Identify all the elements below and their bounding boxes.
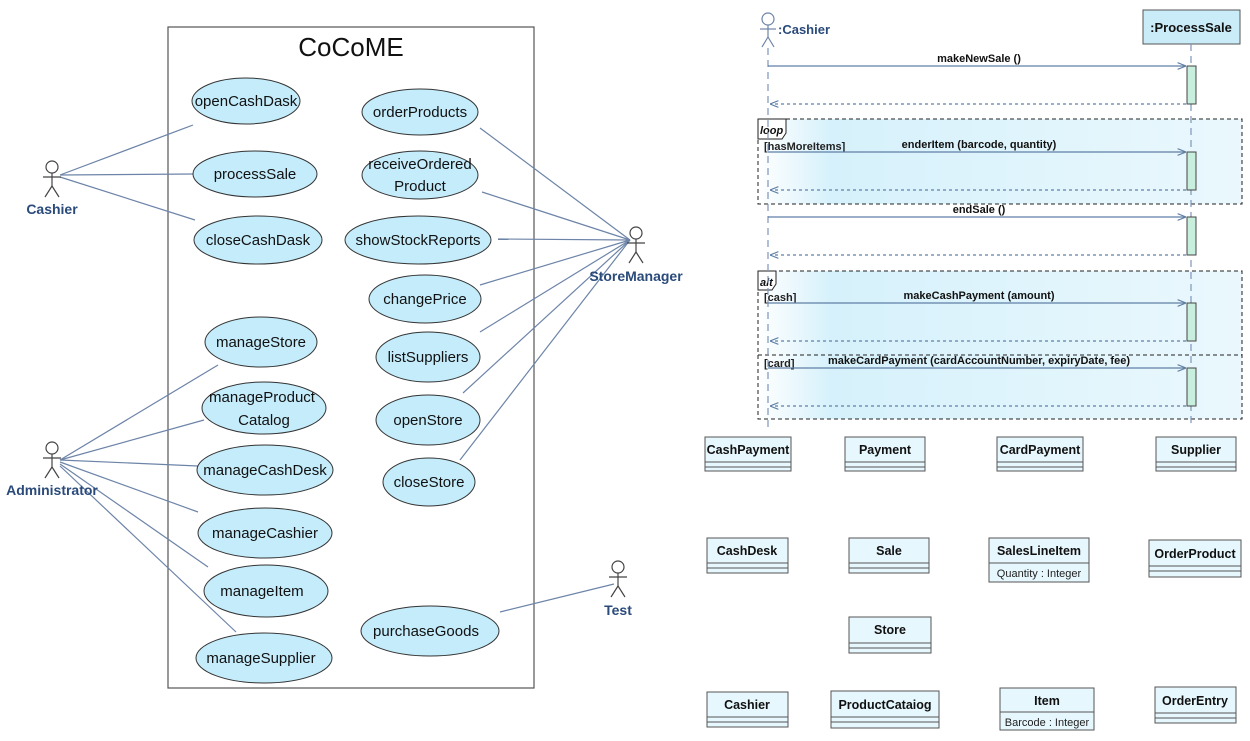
class-payment[interactable]: Payment [844, 436, 926, 472]
loop-fragment: loop [hasMoreItems] [757, 118, 1243, 205]
loop-label: loop [760, 125, 783, 137]
system-title: CoCoME [298, 32, 403, 62]
class-order-entry[interactable]: OrderEntry [1154, 686, 1237, 724]
alt-guard-card: [card] [764, 358, 795, 370]
use-case-open-store[interactable]: openStore [375, 394, 481, 446]
use-case-label: manageCashDesk [203, 462, 327, 479]
class-diagram: CashPayment Payment CardPayment Supplier… [704, 436, 1242, 731]
class-name: Payment [859, 443, 912, 457]
use-case-label: openStore [393, 412, 462, 429]
sequence-diagram: :Cashier :ProcessSale loop [hasMoreItems… [757, 9, 1243, 428]
class-name: Store [874, 623, 906, 637]
use-case-list-suppliers[interactable]: listSuppliers [375, 331, 481, 383]
actor-label-administrator: Administrator [6, 482, 98, 498]
use-case-manage-product-catalog[interactable]: manageProduct Catalog [201, 381, 327, 435]
class-name: Item [1034, 694, 1060, 708]
message-make-card-payment: makeCardPayment (cardAccountNumber, expi… [828, 355, 1130, 367]
lifeline-head-process-sale[interactable]: :ProcessSale [1142, 9, 1241, 45]
message-ender-item: enderItem (barcode, quantity) [902, 139, 1057, 151]
use-case-manage-cash-desk[interactable]: manageCashDesk [196, 444, 334, 496]
class-cash-desk[interactable]: CashDesk [706, 537, 789, 574]
use-case-manage-supplier[interactable]: manageSupplier [195, 632, 333, 684]
actor-label-cashier: Cashier [26, 201, 78, 217]
use-case-close-cash-desk[interactable]: closeCashDask [193, 215, 323, 265]
activation-bars [1186, 65, 1197, 407]
class-cashier[interactable]: Cashier [706, 691, 789, 728]
alt-guard-cash: [cash] [764, 292, 797, 304]
class-name: CardPayment [1000, 443, 1081, 457]
use-case-manage-store[interactable]: manageStore [204, 316, 318, 368]
use-case-label-line-1: receiveOrdered [368, 156, 471, 173]
use-case-label: changePrice [383, 291, 466, 308]
message-make-new-sale: makeNewSale () [937, 53, 1021, 65]
use-case-process-sale[interactable]: processSale [192, 150, 318, 198]
use-case-receive-ordered-product[interactable]: receiveOrdered Product [361, 150, 479, 200]
use-case-label-line-2: Catalog [238, 412, 290, 429]
message-end-sale: endSale () [953, 204, 1006, 216]
associations [59, 124, 631, 633]
class-sales-line-item[interactable]: SalesLineItem Quantity : Integer [988, 537, 1090, 583]
class-store[interactable]: Store [848, 616, 932, 654]
class-name: SalesLineItem [997, 544, 1081, 558]
class-name: Supplier [1171, 443, 1221, 457]
use-case-label: showStockReports [355, 232, 480, 249]
use-case-change-price[interactable]: changePrice [368, 274, 482, 324]
class-sale[interactable]: Sale [848, 537, 930, 574]
actor-cashier[interactable] [43, 160, 61, 198]
use-case-diagram: CoCoME openCa [6, 26, 683, 689]
messages [768, 66, 1186, 406]
message-make-cash-payment: makeCashPayment (amount) [904, 290, 1055, 302]
use-case-manage-cashier[interactable]: manageCashier [197, 507, 333, 559]
class-name: CashDesk [717, 544, 777, 558]
class-supplier[interactable]: Supplier [1155, 436, 1237, 472]
use-case-label: purchaseGoods [373, 623, 479, 640]
alt-label: alt [760, 277, 774, 289]
actor-test[interactable] [609, 560, 627, 598]
class-name: CashPayment [707, 443, 791, 457]
lifeline-label-process-sale: :ProcessSale [1150, 20, 1232, 35]
class-name: OrderProduct [1154, 547, 1236, 561]
lifeline-head-cashier[interactable] [760, 12, 776, 48]
use-case-label: processSale [214, 166, 297, 183]
class-name: ProductCataiog [838, 698, 931, 712]
lifeline-label-cashier: :Cashier [778, 22, 830, 37]
use-case-label: manageSupplier [206, 650, 315, 667]
class-name: Sale [876, 544, 902, 558]
use-case-open-cash-desk[interactable]: openCashDask [191, 77, 301, 125]
alt-fragment: alt [cash] [card] [757, 270, 1243, 420]
class-item[interactable]: Item Barcode : Integer [999, 687, 1095, 731]
actor-label-store-manager: StoreManager [589, 268, 683, 284]
use-case-label: openCashDask [195, 93, 298, 110]
class-product-catalog[interactable]: ProductCataiog [830, 690, 940, 729]
actor-administrator[interactable] [43, 441, 61, 479]
use-case-label: manageStore [216, 334, 306, 351]
use-case-label-line-2: Product [394, 178, 447, 195]
class-name: OrderEntry [1162, 694, 1228, 708]
class-name: Cashier [724, 698, 770, 712]
use-case-label: manageItem [220, 583, 303, 600]
class-cash-payment[interactable]: CashPayment [704, 436, 792, 472]
use-case-order-products[interactable]: orderProducts [361, 88, 479, 136]
use-case-show-stock-reports[interactable]: showStockReports [344, 215, 492, 265]
loop-guard: [hasMoreItems] [764, 141, 846, 153]
use-case-label: listSuppliers [388, 349, 469, 366]
actor-label-test: Test [604, 602, 632, 618]
use-case-purchase-goods[interactable]: purchaseGoods [360, 605, 500, 657]
use-case-label: closeStore [394, 474, 465, 491]
use-case-label-line-1: manageProduct [209, 389, 316, 406]
use-case-close-store[interactable]: closeStore [382, 457, 476, 507]
class-order-product[interactable]: OrderProduct [1148, 539, 1242, 578]
class-attribute: Quantity : Integer [997, 568, 1082, 580]
class-attribute: Barcode : Integer [1005, 717, 1090, 729]
use-case-label: manageCashier [212, 525, 318, 542]
class-card-payment[interactable]: CardPayment [996, 436, 1084, 472]
use-case-manage-item[interactable]: manageItem [203, 564, 329, 618]
actor-store-manager[interactable] [627, 226, 645, 264]
use-case-label: orderProducts [373, 104, 467, 121]
use-case-label: closeCashDask [206, 232, 311, 249]
